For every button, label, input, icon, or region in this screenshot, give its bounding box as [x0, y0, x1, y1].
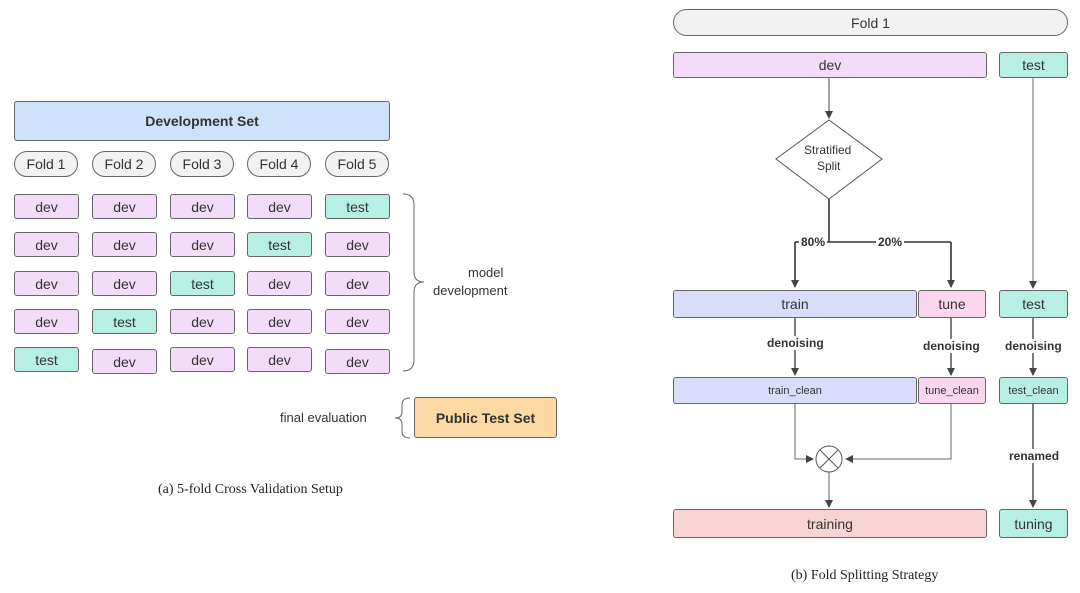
fold-1-title: Fold 1: [673, 9, 1068, 36]
grid-cell: dev: [170, 194, 235, 219]
train-clean-box: train_clean: [673, 377, 917, 404]
grid-cell: dev: [14, 309, 79, 334]
grid-cell: dev: [325, 232, 390, 257]
fold-1-pill: Fold 1: [14, 151, 78, 177]
grid-cell: dev: [170, 232, 235, 257]
tune-box: tune: [918, 290, 986, 318]
final-evaluation-brace: [394, 397, 411, 439]
grid-cell: test: [14, 347, 79, 372]
grid-cell: test: [170, 271, 235, 296]
grid-cell: dev: [14, 232, 79, 257]
grid-cell: dev: [14, 194, 79, 219]
grid-cell: test: [247, 232, 312, 257]
test-box-mid: test: [999, 290, 1068, 318]
grid-cell: dev: [92, 271, 157, 296]
grid-cell: dev: [247, 347, 312, 372]
grid-cell: dev: [247, 309, 312, 334]
grid-cell: dev: [14, 271, 79, 296]
fold-4-pill: Fold 4: [247, 151, 311, 177]
denoising-train-label: denoising: [765, 336, 826, 350]
development-label: development: [433, 283, 508, 298]
train-box: train: [673, 290, 917, 318]
grid-cell: dev: [325, 271, 390, 296]
grid-cell: dev: [92, 349, 157, 374]
fold-5-pill: Fold 5: [325, 151, 389, 177]
grid-cell: dev: [325, 309, 390, 334]
fold-2-pill: Fold 2: [92, 151, 156, 177]
test-clean-box: test_clean: [999, 377, 1068, 404]
grid-cell: dev: [247, 271, 312, 296]
caption-b: (b) Fold Splitting Strategy: [791, 568, 939, 583]
dev-box: dev: [673, 52, 987, 78]
grid-cell: dev: [170, 347, 235, 372]
denoising-tune-label: denoising: [921, 339, 982, 353]
grid-cell: dev: [92, 232, 157, 257]
tune-clean-box: tune_clean: [918, 377, 986, 404]
training-box: training: [673, 509, 987, 538]
tuning-box: tuning: [999, 509, 1068, 538]
public-test-set-box: Public Test Set: [414, 397, 557, 438]
model-label: model: [468, 265, 504, 280]
caption-a: (a) 5-fold Cross Validation Setup: [158, 482, 343, 497]
fold-3-pill: Fold 3: [170, 151, 234, 177]
grid-cell: dev: [247, 194, 312, 219]
grid-cell: test: [92, 309, 157, 334]
test-box-top: test: [999, 52, 1068, 78]
renamed-label: renamed: [1007, 449, 1062, 463]
pct-train-label: 80%: [799, 235, 828, 249]
denoising-test-label: denoising: [1003, 339, 1064, 353]
grid-cell: test: [325, 194, 390, 219]
grid-cell: dev: [170, 309, 235, 334]
grid-cell: dev: [92, 194, 157, 219]
diamond-label-stratified: Stratified: [804, 143, 852, 157]
development-set-box: Development Set: [14, 101, 390, 141]
final-evaluation-label: final evaluation: [280, 410, 367, 425]
diamond-label-split: Split: [817, 159, 841, 173]
grid-cell: dev: [325, 349, 390, 374]
model-development-brace: [402, 193, 425, 372]
pct-tune-label: 20%: [876, 235, 905, 249]
